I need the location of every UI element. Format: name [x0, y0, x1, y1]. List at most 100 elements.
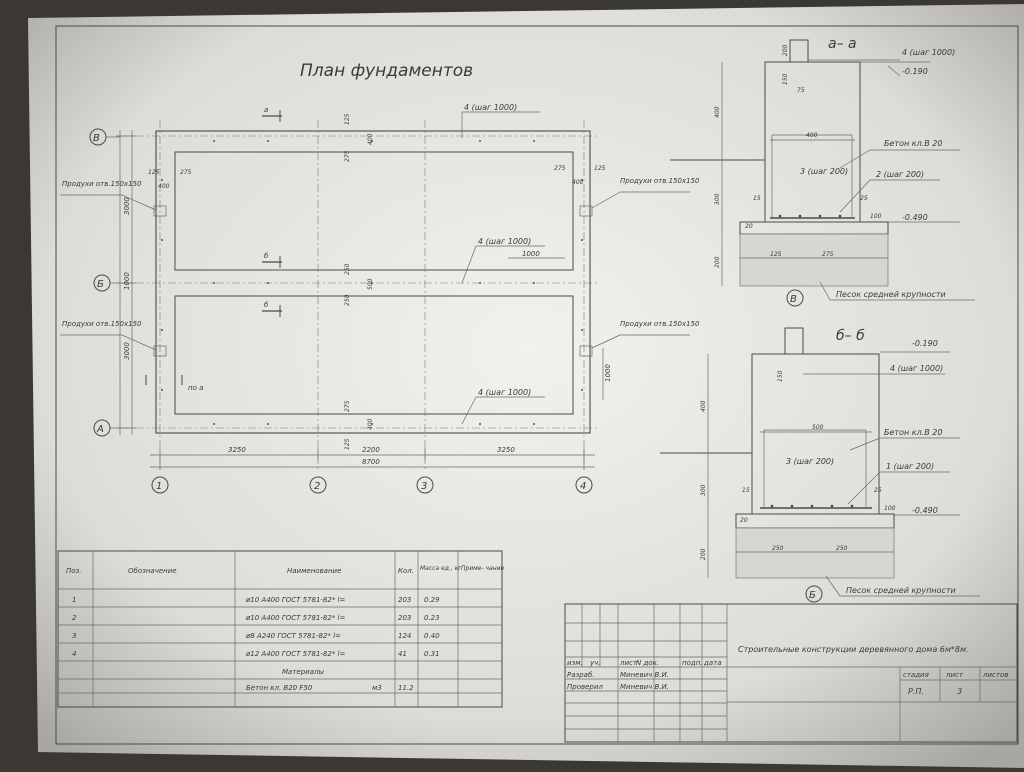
aa-rebar4-label: 4 (шаг 1000) [902, 48, 955, 57]
stamp-developer-role: Разраб. [567, 671, 595, 679]
aa-rebar3-label: 3 (шаг 200) [800, 167, 848, 176]
spec-concrete-unit: м3 [372, 684, 382, 692]
svg-text:4: 4 [72, 650, 76, 658]
dim-1000-plan: 1000 [522, 250, 540, 258]
dim-bottom-2: 2200 [362, 446, 380, 454]
small-dim-400-right: 400 [572, 179, 584, 186]
bb-rebar1-label: 1 (шаг 200) [886, 462, 934, 471]
axis-marker-b: Б [97, 279, 104, 290]
aa-level-bot: -0.490 [902, 213, 928, 222]
bb-dim-100: 100 [884, 505, 896, 512]
aa-rebar2-label: 2 (шаг 200) [876, 170, 924, 179]
svg-text:0.23: 0.23 [424, 614, 440, 622]
spec-header-mass: Масса ед., кг [420, 565, 462, 572]
svg-text:ø10 А400 ГОСТ 5781-82* l=: ø10 А400 ГОСТ 5781-82* l= [245, 596, 346, 604]
stamp-developer-name: Миневич В.И. [620, 671, 669, 679]
aa-axis-marker: В [790, 294, 797, 305]
stamp-sheet-value: 3 [957, 687, 962, 696]
svg-text:ø8 А240 ГОСТ 5781-82* l=: ø8 А240 ГОСТ 5781-82* l= [245, 632, 341, 640]
bb-dim-15: 15 [742, 487, 750, 494]
dim-1000-right: 1000 [604, 364, 612, 382]
small-dim-125-top: 125 [344, 113, 351, 125]
bb-concrete-label: Бетон кл.В 20 [884, 428, 942, 437]
axis-marker-2: 2 [314, 481, 320, 492]
stamp-col-section: уч. [589, 659, 601, 667]
rebar-label-top: 4 (шаг 1000) [464, 103, 517, 112]
stamp-checker-name: Миневич В.И. [620, 683, 669, 691]
aa-dim-150: 150 [782, 73, 789, 85]
stamp-col-change: изм. [567, 659, 583, 667]
small-dim-400-left: 400 [158, 183, 170, 190]
bb-dim-20: 20 [740, 517, 748, 524]
bb-rebar3-label: 3 (шаг 200) [786, 457, 834, 466]
spec-header-name: Наименование [287, 567, 341, 575]
section-label-po-a: по а [188, 384, 203, 392]
section-aa-title: а– а [828, 36, 857, 52]
stamp-stage-value: Р.П. [908, 687, 924, 696]
drawing-frame [55, 25, 1019, 745]
bb-dim-250-right: 250 [836, 545, 848, 552]
svg-text:3: 3 [72, 632, 76, 640]
svg-text:203: 203 [398, 596, 411, 604]
bb-dim-500: 500 [812, 424, 824, 431]
spec-row: 3 ø8 А240 ГОСТ 5781-82* l= 124 0.40 [72, 632, 440, 640]
spec-header-note: Приме- чание [461, 565, 505, 572]
vents-label-left-bot: Продухи отв.150x150 [62, 320, 142, 328]
section-mark-b-mid: б [264, 252, 269, 260]
axis-marker-4: 4 [580, 481, 586, 492]
specification-table: Поз. Обозначение Наименование Кол. Масса… [57, 550, 505, 708]
svg-text:0.31: 0.31 [424, 650, 440, 658]
aa-dim-400-width: 400 [806, 132, 818, 139]
aa-level-top: -0.190 [902, 67, 928, 76]
aa-dim-75: 75 [797, 87, 805, 94]
bb-dim-150: 150 [777, 370, 784, 382]
small-dim-500-mid: 500 [367, 278, 374, 290]
axis-marker-v: В [93, 133, 100, 144]
aa-dim-125: 125 [770, 251, 782, 258]
small-dim-250-low: 250 [344, 294, 351, 306]
stamp-sheet-label: лист [945, 671, 964, 679]
bb-level-bot: -0.490 [912, 506, 938, 515]
small-dim-125-bot: 125 [344, 438, 351, 450]
stamp-col-date: дата [703, 659, 722, 667]
vents-label-right-bot: Продухи отв.150x150 [620, 320, 700, 328]
aa-dim-20: 20 [745, 223, 753, 230]
vents-label-left-top: Продухи отв.150x150 [62, 180, 142, 188]
svg-text:203: 203 [398, 614, 411, 622]
section-mark-b-low: б [264, 301, 269, 309]
svg-text:124: 124 [398, 632, 411, 640]
stamp-project-title: Строительные конструкции деревянного дом… [738, 645, 969, 654]
bb-rebar4-label: 4 (шаг 1000) [890, 364, 943, 373]
stamp-col-sheet: лист [619, 659, 638, 667]
axis-marker-1: 1 [156, 481, 162, 492]
small-dim-275-right: 275 [554, 165, 566, 172]
bb-dim-25: 25 [874, 487, 882, 494]
section-a-a: а– а 400 300 200 200 150 75 400 125 275 … [670, 36, 975, 307]
svg-text:0.40: 0.40 [424, 632, 440, 640]
dim-left-3: 3000 [123, 342, 131, 360]
title-block: изм. уч. лист N док. подп. дата Разраб. … [564, 603, 1018, 743]
spec-header-qty: Кол. [398, 567, 414, 575]
aa-dim-100: 100 [870, 213, 882, 220]
rebar-label-bot: 4 (шаг 1000) [478, 388, 531, 397]
stamp-col-doc: N док. [636, 659, 659, 667]
section-b-b: б– б 400 300 200 150 500 250 250 15 25 1… [660, 327, 980, 603]
small-dim-125-left: 125 [148, 169, 160, 176]
spec-row: 4 ø12 А400 ГОСТ 5781-82* l= 41 0.31 [72, 650, 440, 658]
dim-left-1: 3000 [123, 197, 131, 215]
small-dim-275-bot: 275 [344, 400, 351, 412]
spec-header-pos: Поз. [66, 567, 82, 575]
bb-level-top: -0.190 [912, 339, 938, 348]
svg-text:0.29: 0.29 [424, 596, 440, 604]
axis-marker-a: А [96, 424, 104, 435]
section-bb-title: б– б [836, 328, 865, 344]
foundation-plan: 3250 2200 3250 8700 3000 1000 3000 В Б А… [60, 103, 700, 494]
bb-dim-400: 400 [700, 400, 707, 412]
dim-bottom-3: 3250 [497, 446, 515, 454]
aa-dim-15: 15 [753, 195, 761, 202]
aa-dim-200: 200 [714, 256, 721, 268]
spec-row: 2 ø10 А400 ГОСТ 5781-82* l= 203 0.23 [72, 614, 440, 622]
plan-title: План фундаментов [300, 61, 473, 81]
small-dim-400-bot: 400 [367, 418, 374, 430]
